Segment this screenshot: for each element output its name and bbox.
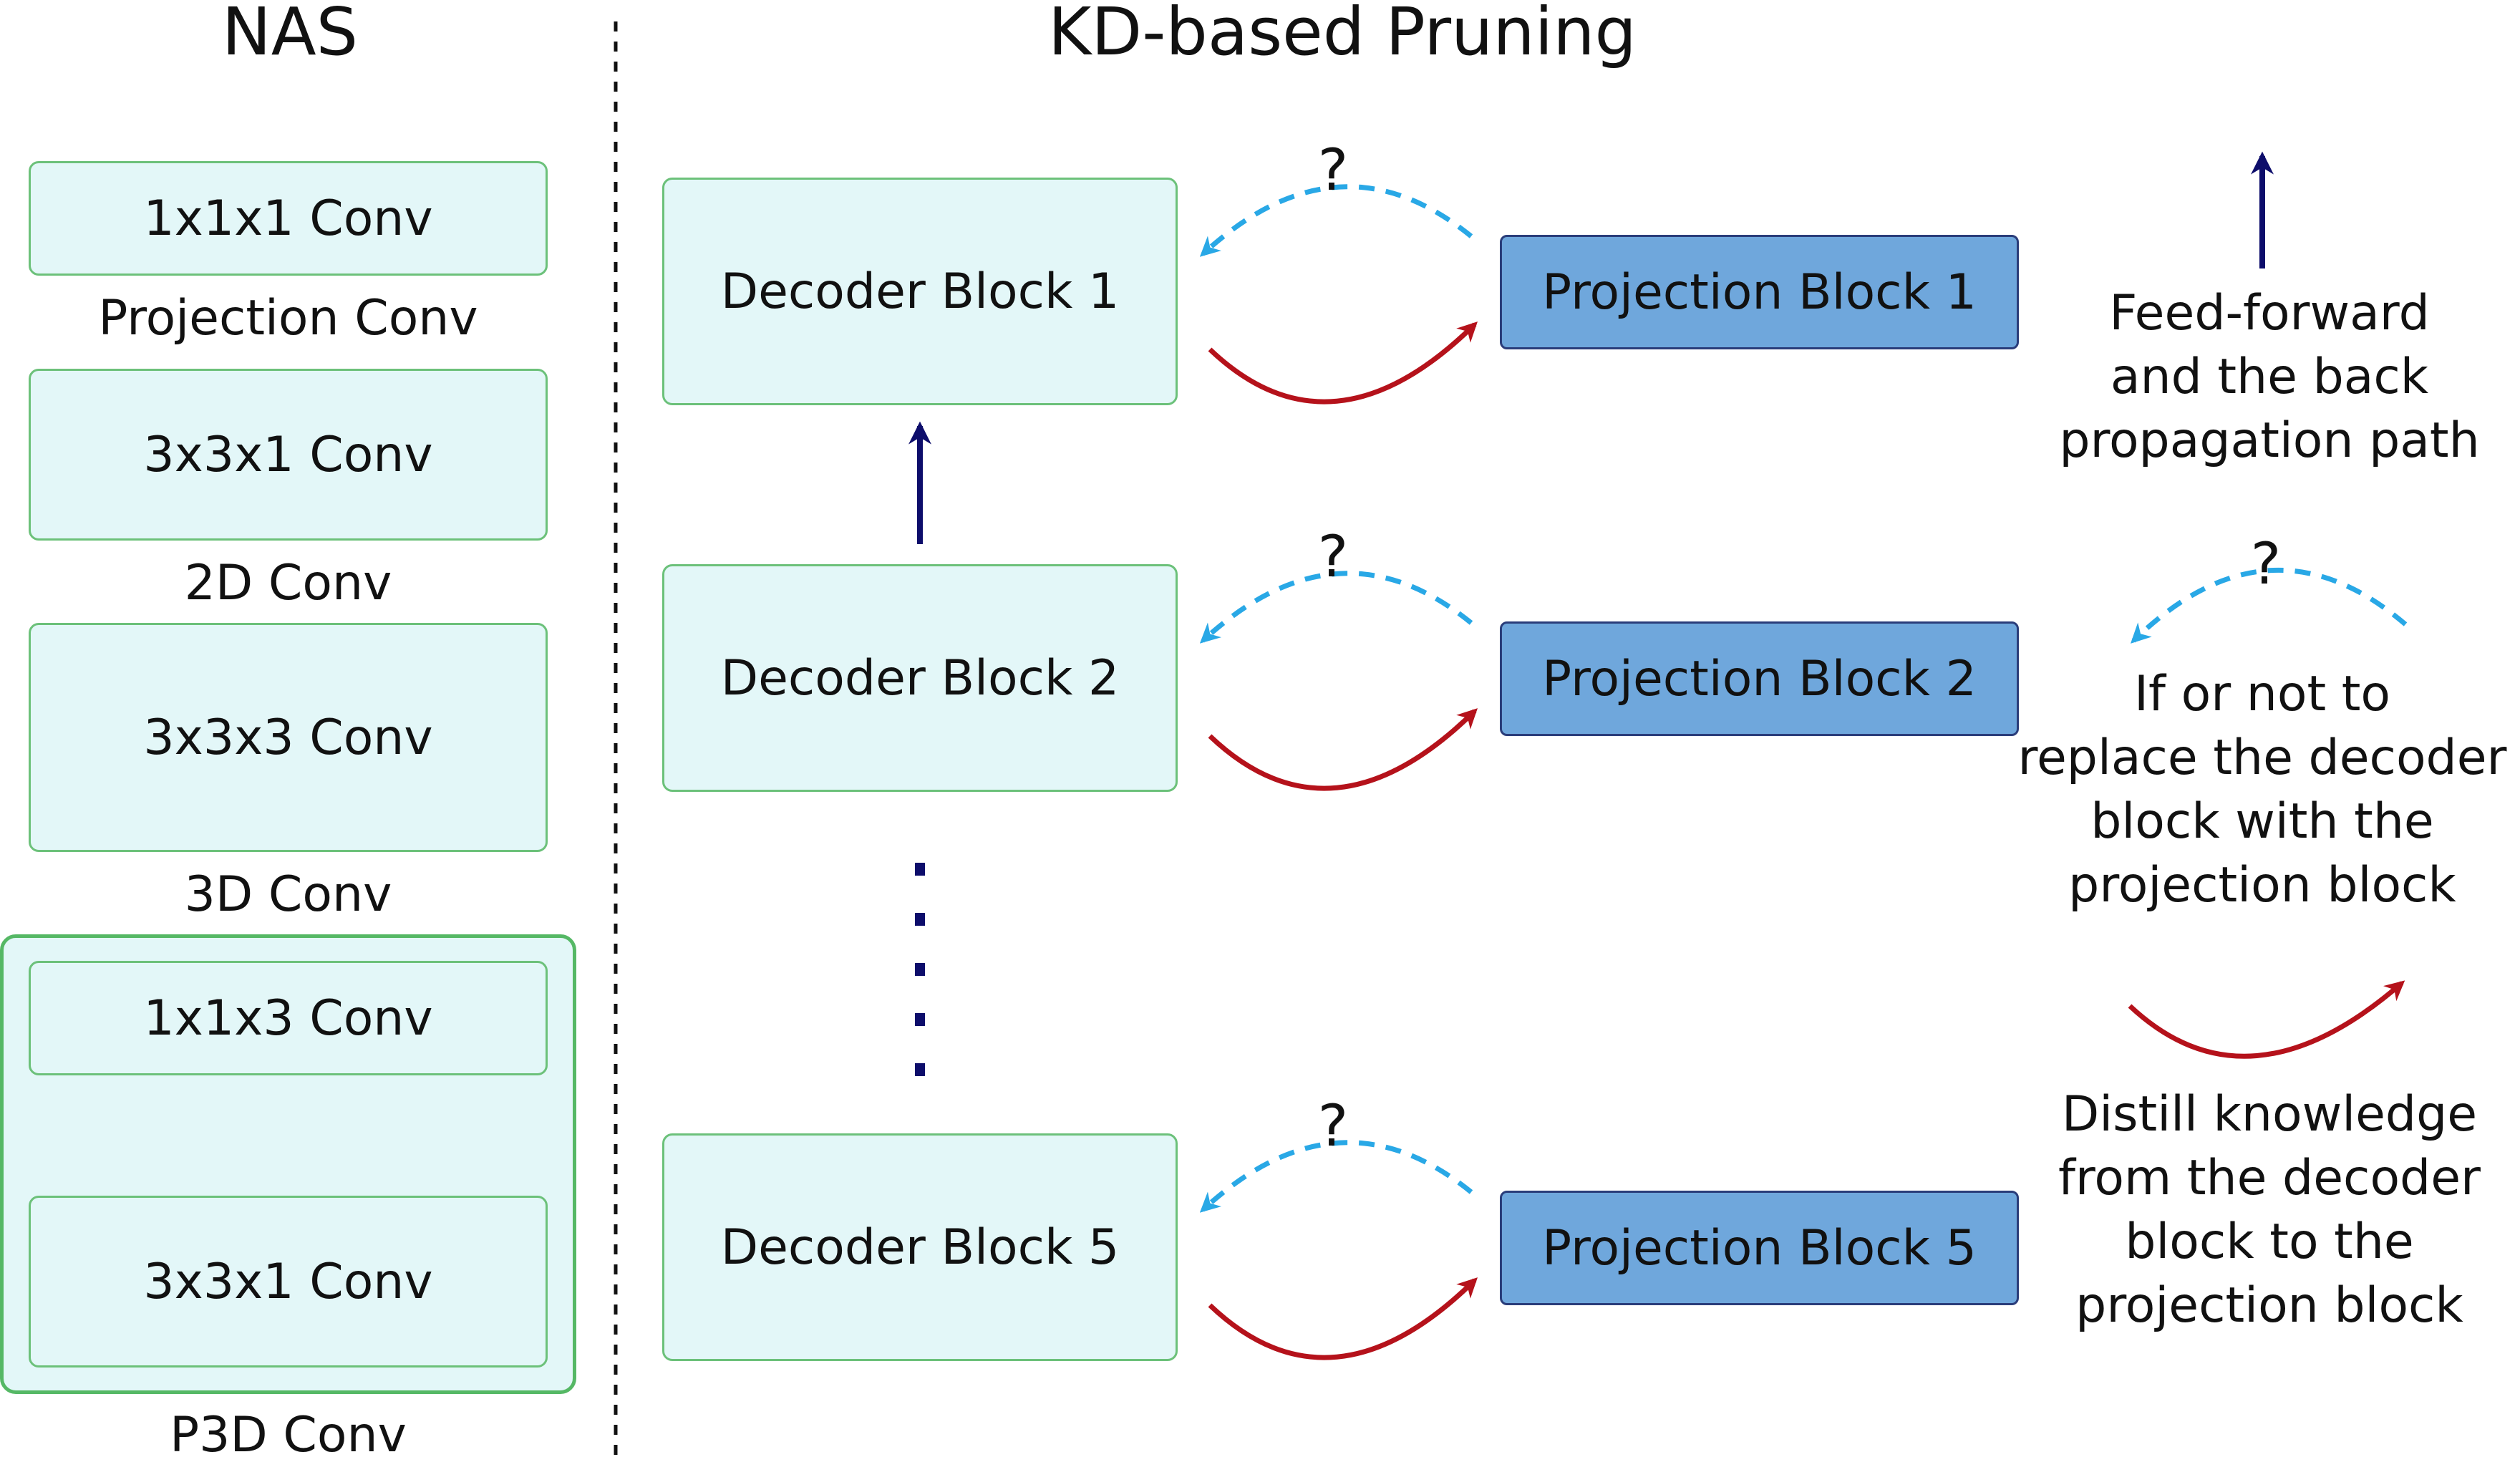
legend-replace-line-4: projection block	[2068, 857, 2456, 914]
question-mark-row-5: ?	[1317, 1093, 1349, 1159]
legend-feed-forward-line-3: propagation path	[2059, 412, 2480, 469]
conv-2d-box: 3x3x1 Conv	[29, 369, 548, 541]
question-mark-row-2: ?	[1317, 523, 1349, 590]
kd-pruning-title: KD-based Pruning	[1048, 0, 1637, 70]
ellipsis-dots	[915, 863, 925, 1076]
legend-feed-forward-text: Feed-forward and the back propagation pa…	[2005, 281, 2520, 473]
distill-arrow-row-1	[1208, 321, 1478, 405]
projection-conv-label: Projection Conv	[98, 290, 478, 347]
nas-title: NAS	[221, 0, 359, 70]
distill-arrow-row-2	[1208, 708, 1478, 791]
replace-arrow-row-1	[1199, 184, 1473, 257]
legend-replace-text: If or not to replace the decoder block w…	[1997, 662, 2520, 917]
decoder-block-5: Decoder Block 5	[662, 1133, 1178, 1361]
projection-block-2: Projection Block 2	[1500, 621, 2019, 736]
legend-replace-line-3: block with the	[2090, 793, 2434, 850]
legend-distill-text: Distill knowledge from the decoder block…	[2005, 1083, 2520, 1337]
legend-replace-line-2: replace the decoder	[2017, 730, 2507, 786]
p3d-bottom-conv-box: 3x3x1 Conv	[29, 1196, 548, 1368]
conv-3d-label: 3D Conv	[184, 866, 392, 923]
legend-replace-line-1: If or not to	[2133, 666, 2391, 722]
legend-distill-line-3: block to the	[2125, 1214, 2414, 1270]
projection-conv-box: 1x1x1 Conv	[29, 161, 548, 276]
legend-replace-arrow	[2130, 567, 2408, 644]
legend-feed-forward-line-1: Feed-forward	[2109, 285, 2430, 342]
decoder-block-2: Decoder Block 2	[662, 564, 1178, 792]
projection-block-1: Projection Block 1	[1500, 235, 2019, 349]
distill-arrow-row-5	[1208, 1277, 1478, 1360]
projection-block-5: Projection Block 5	[1500, 1191, 2019, 1305]
decoder-block-1: Decoder Block 1	[662, 178, 1178, 405]
legend-distill-line-2: from the decoder	[2058, 1150, 2481, 1206]
p3d-top-conv-box: 1x1x3 Conv	[29, 961, 548, 1075]
conv-3d-box: 3x3x3 Conv	[29, 623, 548, 852]
legend-distill-line-4: projection block	[2075, 1277, 2463, 1334]
question-mark-row-1: ?	[1317, 137, 1349, 203]
legend-distill-line-1: Distill knowledge	[2061, 1086, 2478, 1143]
p3d-conv-label: P3D Conv	[170, 1407, 407, 1457]
legend-distill-arrow	[2128, 980, 2405, 1059]
question-mark-legend: ?	[2250, 531, 2282, 597]
conv-2d-label: 2D Conv	[184, 555, 392, 611]
legend-feed-forward-line-2: and the back	[2110, 349, 2429, 405]
replace-arrow-row-5	[1199, 1140, 1473, 1213]
replace-arrow-row-2	[1199, 571, 1473, 644]
